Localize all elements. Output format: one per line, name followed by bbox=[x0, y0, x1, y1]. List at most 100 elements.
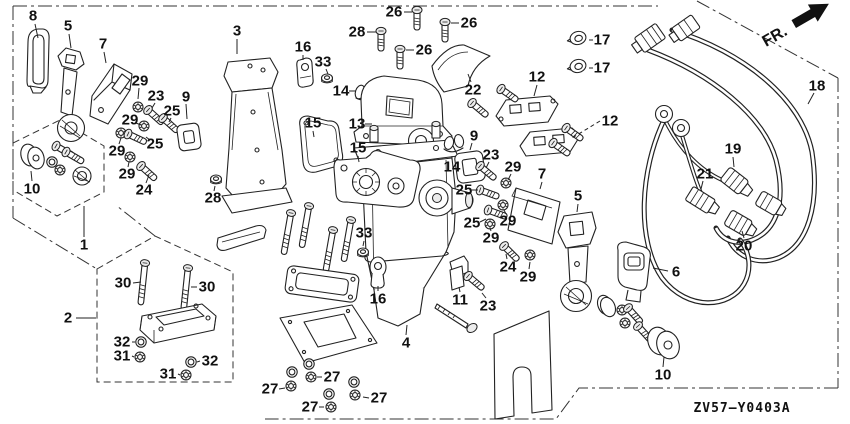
callout-leader-line bbox=[131, 355, 135, 358]
callout-leader-line bbox=[533, 84, 538, 97]
part-16-grommet-bottom bbox=[369, 256, 387, 289]
part-callout-1: 1 bbox=[80, 237, 88, 254]
callout-leader-line bbox=[68, 33, 72, 49]
part-callout-3: 3 bbox=[233, 23, 241, 40]
part-callout-29: 29 bbox=[119, 166, 136, 183]
callout-leader-line bbox=[127, 161, 130, 168]
callout-leader-line bbox=[34, 23, 39, 39]
part-callout-29: 29 bbox=[520, 269, 537, 286]
part-22-cover-plate bbox=[431, 44, 491, 93]
part-18-wire-harness bbox=[631, 14, 814, 303]
part-6-boot bbox=[617, 241, 651, 303]
part-7-mount-right bbox=[507, 187, 561, 245]
fasteners-right-lower bbox=[596, 294, 656, 345]
part-callout-26: 26 bbox=[416, 42, 433, 59]
part-callout-11: 11 bbox=[452, 292, 468, 309]
callout-leader-line bbox=[177, 373, 181, 376]
callout-leader-line bbox=[132, 281, 142, 284]
part-callout-23: 23 bbox=[148, 88, 165, 105]
callout-leader-line bbox=[405, 324, 408, 336]
callout-leader-line bbox=[151, 102, 156, 109]
callout-leader-line bbox=[807, 92, 815, 105]
part-callout-17: 17 bbox=[594, 60, 611, 77]
part-9-rubber-left bbox=[176, 122, 202, 152]
part-callout-15: 15 bbox=[350, 140, 367, 157]
kit-2-spacer-set bbox=[134, 258, 217, 381]
kit-2-box bbox=[96, 235, 234, 383]
callout-leader-line bbox=[576, 203, 579, 213]
part-callout-8: 8 bbox=[29, 8, 37, 25]
part-callout-16: 16 bbox=[295, 39, 312, 56]
callout-leader-line bbox=[700, 180, 704, 190]
part-callout-2: 2 bbox=[64, 310, 72, 327]
part-callout-14: 14 bbox=[444, 159, 461, 176]
subassembly-boxes bbox=[12, 119, 234, 383]
callout-leader-line bbox=[137, 87, 140, 100]
callout-leader-line bbox=[278, 387, 286, 390]
part-callout-28: 28 bbox=[349, 24, 366, 41]
part-callout-29: 29 bbox=[122, 112, 139, 129]
callout-leader-line bbox=[135, 122, 142, 126]
part-8-handle bbox=[26, 28, 50, 94]
part-callout-31: 31 bbox=[114, 348, 131, 365]
harness-plug bbox=[668, 14, 701, 43]
part-5-lever-right bbox=[557, 211, 597, 313]
part-callout-21: 21 bbox=[697, 166, 714, 183]
part-callout-33: 33 bbox=[356, 225, 373, 242]
part-callout-19: 19 bbox=[725, 141, 742, 158]
diagram-code: ZV57—Y0403A bbox=[693, 401, 790, 416]
callout-leader-line bbox=[312, 130, 315, 138]
part-callout-10: 10 bbox=[655, 367, 672, 384]
part-callout-28: 28 bbox=[205, 190, 222, 207]
part-callout-30: 30 bbox=[115, 275, 132, 292]
part-callout-20: 20 bbox=[736, 238, 753, 255]
callout-leader-line bbox=[528, 261, 531, 270]
part-callout-27: 27 bbox=[371, 390, 388, 407]
base-gasket-plate bbox=[284, 265, 360, 303]
callout-leader-line bbox=[505, 253, 508, 260]
part-callout-15: 15 bbox=[305, 115, 322, 132]
callout-leader-line bbox=[479, 218, 487, 223]
part-callout-25: 25 bbox=[164, 103, 181, 120]
callout-leader-line bbox=[196, 360, 201, 363]
callout-leader-line bbox=[507, 173, 512, 181]
fr-label: FR. bbox=[760, 23, 791, 51]
part-callout-29: 29 bbox=[483, 230, 500, 247]
part-11-plate bbox=[449, 255, 469, 291]
part-callout-33: 33 bbox=[315, 54, 332, 71]
callout-leader-line bbox=[362, 240, 365, 247]
part-callout-32: 32 bbox=[202, 353, 219, 370]
long-bolt-bottom bbox=[434, 303, 478, 334]
ring-terminal bbox=[671, 118, 691, 138]
mount-bolts-center bbox=[278, 201, 357, 273]
part-3-housing-rear bbox=[216, 57, 293, 251]
part-callout-27: 27 bbox=[302, 399, 319, 416]
callout-leader-line bbox=[539, 181, 543, 190]
callout-leader-line bbox=[662, 356, 665, 368]
part-callout-5: 5 bbox=[574, 188, 582, 205]
callout-leader-line bbox=[185, 103, 188, 120]
connector-20b bbox=[755, 191, 787, 217]
callout-leader-line bbox=[168, 117, 172, 123]
part-16-grommet-top bbox=[296, 57, 314, 88]
part-15-gasket bbox=[299, 115, 344, 173]
callout-leader-line bbox=[145, 136, 151, 141]
connector-19 bbox=[720, 167, 754, 197]
callout-leader-line bbox=[467, 73, 472, 83]
connector-20 bbox=[724, 210, 758, 237]
callout-leader-line bbox=[481, 292, 487, 299]
part-callout-29: 29 bbox=[505, 159, 522, 176]
kick-plate bbox=[493, 310, 553, 420]
part-callout-12: 12 bbox=[529, 69, 546, 86]
part-callout-7: 7 bbox=[99, 36, 107, 53]
part-callout-26: 26 bbox=[461, 15, 478, 32]
callout-leader-line bbox=[357, 155, 360, 163]
fr-direction-indicator: FR. bbox=[760, 3, 829, 51]
part-callout-13: 13 bbox=[349, 116, 366, 133]
part-callout-29: 29 bbox=[109, 143, 126, 160]
part-callout-23: 23 bbox=[483, 147, 500, 164]
part-callout-27: 27 bbox=[324, 369, 341, 386]
